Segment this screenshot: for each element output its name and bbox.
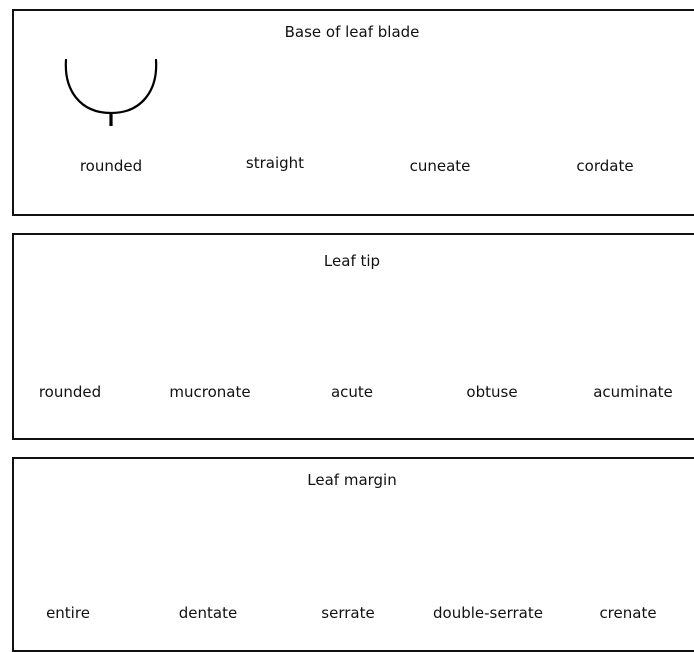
base-panel-title: Base of leaf blade <box>284 23 420 41</box>
leaf-tip-panel <box>12 233 694 440</box>
base-label-rounded: rounded <box>79 157 143 175</box>
margin-label-entire: entire <box>46 604 90 622</box>
margin-label-serrate: serrate <box>321 604 375 622</box>
tip-label-acuminate: acuminate <box>593 383 673 401</box>
tip-panel-title: Leaf tip <box>323 252 381 270</box>
margin-panel-title: Leaf margin <box>307 471 397 489</box>
margin-label-dentate: dentate <box>178 604 238 622</box>
base-label-straight: straight <box>245 154 305 172</box>
margin-label-double-serrate: double-serrate <box>433 604 543 622</box>
margin-label-crenate: crenate <box>599 604 657 622</box>
tip-label-acute: acute <box>330 383 374 401</box>
base-label-cordate: cordate <box>576 157 634 175</box>
base-label-cuneate: cuneate <box>409 157 471 175</box>
base-of-leaf-blade-panel <box>12 9 694 216</box>
tip-label-mucronate: mucronate <box>169 383 251 401</box>
tip-label-rounded: rounded <box>38 383 102 401</box>
tip-label-obtuse: obtuse <box>466 383 518 401</box>
